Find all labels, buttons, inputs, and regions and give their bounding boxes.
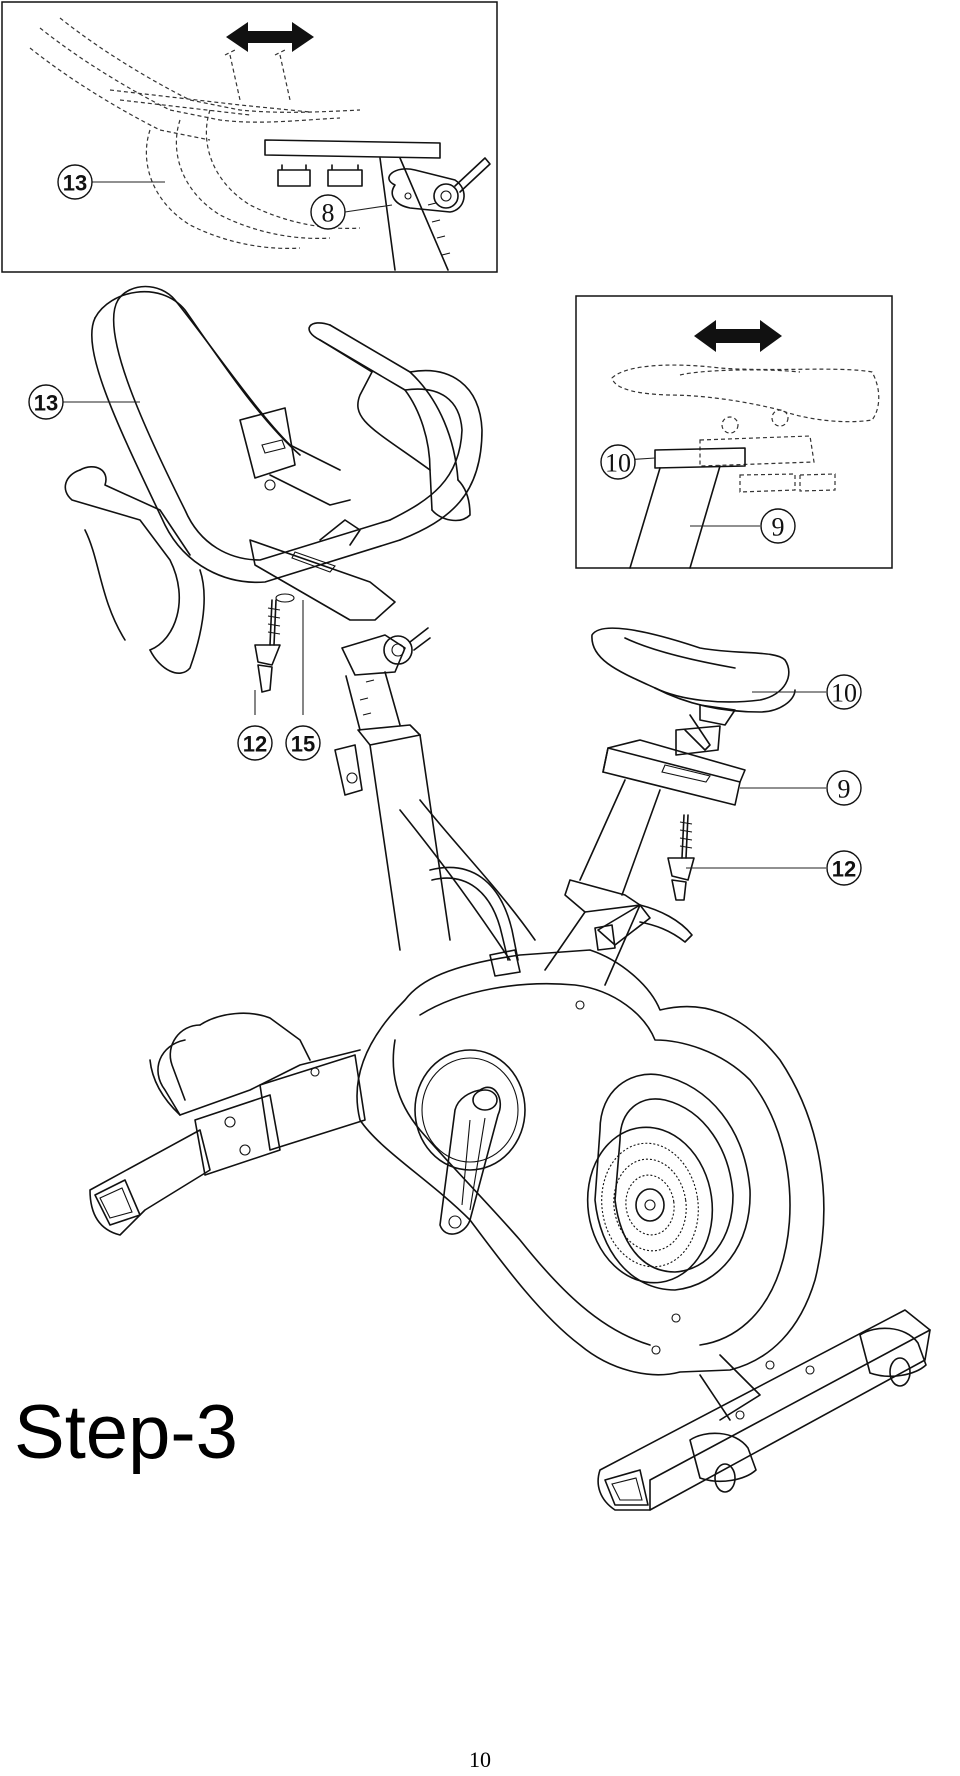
callout-9-inset-label: 9 [772,513,785,542]
callout-13-main-label: 13 [34,391,58,416]
callout-9-main-label: 9 [838,775,851,804]
callout-10-inset [600,444,636,480]
page-number: 10 [469,1747,491,1772]
callout-9-inset [760,508,796,544]
callout-13-inset [57,164,93,200]
callout-12-main-label: 12 [243,732,267,757]
callout-10-inset-label: 10 [605,449,631,478]
handlebar-adjust-inset: 13 8 [1,1,498,273]
double-arrow-icon [226,22,314,52]
step-title: Step-3 [14,1390,238,1475]
callout-10-main-label: 10 [831,679,857,708]
callout-15-main-label: 15 [291,732,315,757]
callout-13-inset-label: 13 [63,171,87,196]
callout-12-main [237,725,273,761]
callout-9-main [826,770,862,806]
double-arrow-icon [694,320,782,352]
callout-10-main [826,674,862,710]
callout-15-main [285,725,321,761]
seat-adjust-inset: 10 9 [575,295,893,569]
exercise-bike [64,285,931,1511]
callout-12-seat [826,850,862,886]
callout-13-main [28,384,64,420]
callout-12-seat-label: 12 [832,857,856,882]
callout-8-inset [310,194,346,230]
callout-8-inset-label: 8 [322,199,335,228]
main-callouts: 13 12 15 10 9 12 [28,384,862,886]
